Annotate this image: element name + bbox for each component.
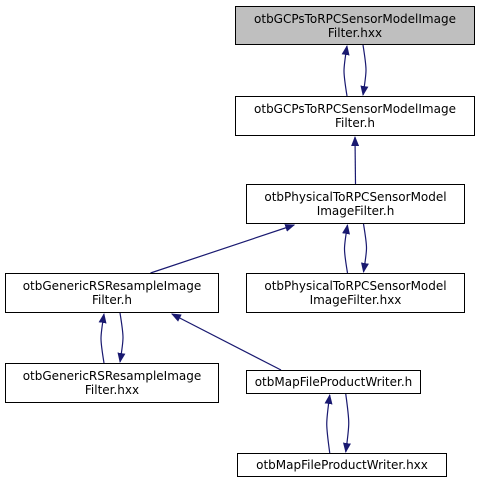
edge-gcps_hxx-to-gcps_h (360, 44, 369, 96)
node-label-line: Filter.hxx (84, 383, 140, 397)
edge-mapwriter_h-to-generic_h (171, 313, 282, 371)
edge-phys_h-to-phys_hxx (361, 223, 369, 273)
node-label-line: ImageFilter.hxx (309, 293, 402, 307)
node-label-line: otbMapFileProductWriter.h (254, 375, 413, 389)
node-label-line: Filter.h (91, 293, 133, 307)
edge-mapwriter_h-to-mapwriter_hxx (343, 393, 351, 453)
node-physical-to-rpc-sensor-model-image-filter-hxx[interactable]: otbPhysicalToRPCSensorModel ImageFilter.… (246, 273, 465, 313)
edge-generic_h-to-generic_hxx (117, 312, 126, 363)
node-label-line: ImageFilter.h (316, 204, 395, 218)
node-gcps-to-rpc-sensor-model-image-filter-hxx[interactable]: otbGCPsToRPCSensorModelImage Filter.hxx (235, 6, 475, 45)
node-label-line: otbGCPsToRPCSensorModelImage (254, 11, 456, 26)
edge-mapwriter_hxx-to-mapwriter_h (324, 394, 333, 454)
edge-phys_hxx-to-phys_h (342, 224, 350, 274)
node-generic-rs-resample-image-filter-h[interactable]: otbGenericRSResampleImage Filter.h (5, 273, 219, 313)
edge-gcps_h-to-gcps_hxx (341, 45, 350, 97)
node-label-line: Filter.hxx (327, 25, 383, 40)
node-label-line: otbGenericRSResampleImage (22, 369, 202, 383)
node-generic-rs-resample-image-filter-hxx[interactable]: otbGenericRSResampleImage Filter.hxx (5, 363, 219, 403)
node-label-line: Filter.h (334, 116, 376, 130)
node-label-line: otbPhysicalToRPCSensorModel (264, 190, 447, 204)
node-physical-to-rpc-sensor-model-image-filter-h[interactable]: otbPhysicalToRPCSensorModel ImageFilter.… (246, 184, 465, 224)
node-map-file-product-writer-hxx[interactable]: otbMapFileProductWriter.hxx (237, 453, 447, 477)
edge-phys_h-to-gcps_h (351, 136, 360, 185)
edge-generic_h-to-phys_h (150, 224, 296, 274)
node-gcps-to-rpc-sensor-model-image-filter-h[interactable]: otbGCPsToRPCSensorModelImage Filter.h (235, 96, 475, 136)
node-label-line: otbMapFileProductWriter.hxx (256, 458, 428, 472)
node-map-file-product-writer-h[interactable]: otbMapFileProductWriter.h (246, 370, 421, 394)
node-label-line: otbPhysicalToRPCSensorModel (264, 279, 447, 293)
edge-generic_hxx-to-generic_h (98, 313, 107, 364)
node-label-line: otbGCPsToRPCSensorModelImage (254, 102, 456, 116)
node-label-line: otbGenericRSResampleImage (22, 279, 202, 293)
